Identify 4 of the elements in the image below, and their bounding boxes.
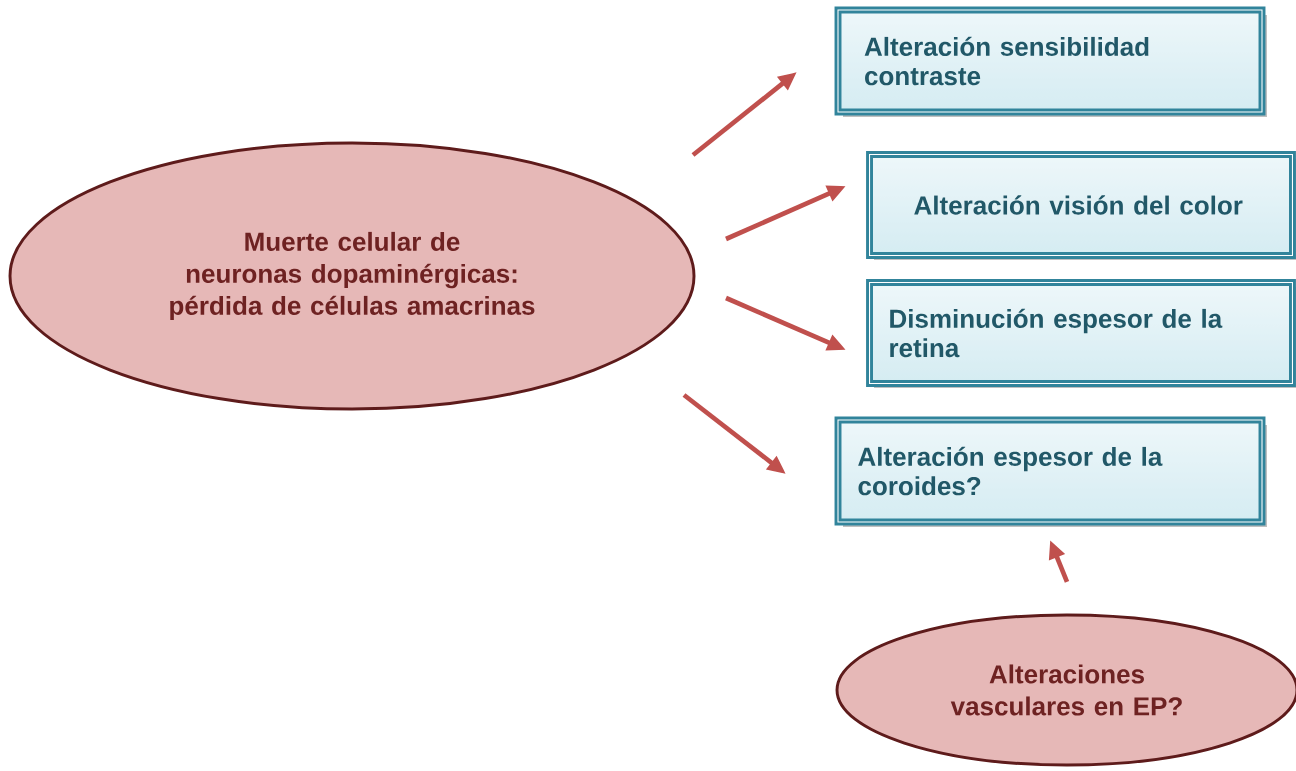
effect-box: Alteración sensibilidad contraste <box>834 6 1267 117</box>
effect-box: Alteración visión del color <box>866 151 1296 260</box>
effect-box: Alteración espesor de la coroides? <box>834 416 1267 527</box>
effect-box: Disminución espesor de la retina <box>866 279 1296 388</box>
